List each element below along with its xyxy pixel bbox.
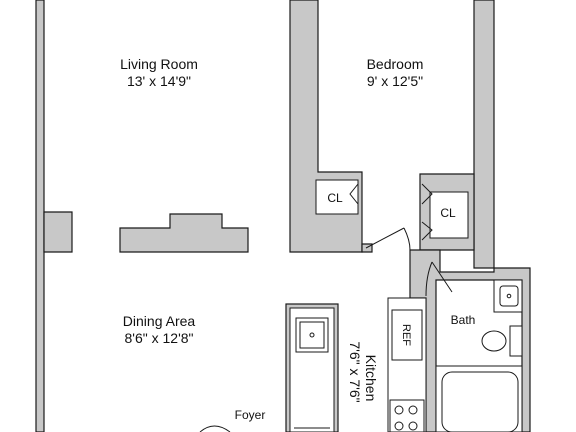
stove [389,399,425,432]
bath-door-swing [425,261,453,297]
bedroom-dims: 9' x 12'5" [367,73,423,89]
closet-right-interior [429,191,469,239]
dining-area-dims: 8'6" x 12'8" [125,330,194,346]
kitchen-sink-drain [309,332,315,338]
refrigerator [391,309,423,361]
dining-area-name: Dining Area [123,313,196,329]
closet-left-label: CL [327,191,343,205]
closet-right-label: CL [440,206,456,220]
closet-left-door [349,183,359,205]
bedroom-name: Bedroom [367,56,424,72]
bedroom-door-swing [365,227,411,251]
stove-burner-4 [408,421,418,431]
toilet-tank [509,325,523,357]
wall-partition-center [119,213,249,253]
wall-left-exterior [35,0,45,432]
toilet-bowl [481,330,507,352]
kitchen-counters [285,297,427,432]
living-room-name: Living Room [120,56,198,72]
bath-fixtures [435,279,523,432]
closet-left-interior [315,179,359,215]
bathtub-inner [441,371,519,432]
foyer-name: Foyer [235,408,266,422]
stove-burner-2 [408,405,418,415]
room-labels: Living Room 13' x 14'9" Bedroom 9' x 12'… [120,56,475,422]
foyer-curve [199,425,231,432]
refrigerator-label: REF [400,324,412,346]
closet-right-door [421,183,433,241]
kitchen-name: Kitchen [363,355,379,402]
stove-burner-1 [394,405,404,415]
living-room-dims: 13' x 14'9" [127,73,191,89]
stove-burner-3 [394,421,404,431]
wall-bedroom-right [473,0,495,269]
wall-pier-left [43,211,73,253]
bath-name: Bath [451,313,476,327]
kitchen-dims: 7'6" x 7'6" [347,341,363,402]
bath-sink-drain [506,293,512,299]
